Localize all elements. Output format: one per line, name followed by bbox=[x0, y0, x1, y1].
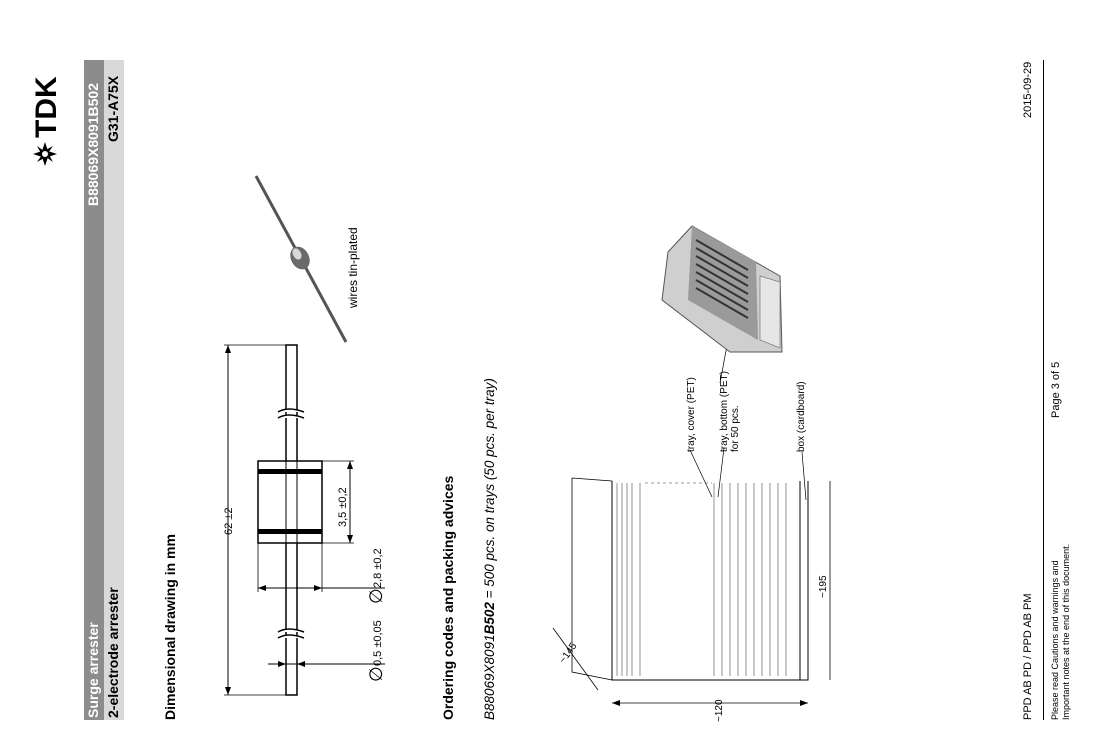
tdk-logo: TDK bbox=[30, 56, 65, 168]
overall-length-label: 62 ±2 bbox=[223, 508, 235, 535]
box-label: box (cardboard) bbox=[796, 381, 807, 452]
dim-120-label: ~120 bbox=[714, 699, 725, 722]
body-length-label: 3,5 ±0,2 bbox=[337, 487, 349, 527]
footer-note: Please read Cautions and warnings and Im… bbox=[1050, 544, 1072, 720]
wire-diameter-label: 0,5 ±0,05 bbox=[372, 620, 384, 666]
wire-note: wires tin-plated bbox=[346, 227, 360, 309]
tdk-logo-mark: TDK bbox=[30, 76, 63, 166]
footer-date: 2015-09-29 bbox=[1022, 61, 1034, 118]
body-diameter-label: 2,8 ±0,2 bbox=[372, 548, 384, 588]
footer-divider bbox=[1043, 60, 1044, 720]
tray-bottom-label-2: for 50 pcs. bbox=[730, 405, 741, 452]
dim-195-label: ~195 bbox=[818, 575, 829, 598]
footer-note-line1: Please read Cautions and warnings and bbox=[1050, 560, 1060, 720]
dim-145-label: ~145 bbox=[557, 641, 579, 666]
footer-dept: PPD AB PD / PPD AB PM bbox=[1022, 593, 1034, 720]
header-band-light bbox=[104, 60, 124, 720]
footer-note-line2: Important notes at the end of this docum… bbox=[1061, 543, 1071, 720]
wire-diameter-symbol: ∅ bbox=[366, 666, 386, 682]
tray-3d-detail bbox=[661, 225, 783, 353]
logo-text: TDK bbox=[30, 76, 60, 138]
tray-cover-label: tray, cover (PET) bbox=[686, 377, 697, 452]
header-band-dark bbox=[84, 60, 104, 720]
body-diameter-symbol: ∅ bbox=[366, 588, 386, 604]
box-outline bbox=[611, 481, 809, 681]
footer-page: Page 3 of 5 bbox=[1050, 361, 1062, 418]
dimensional-drawing: 62 ±2 3,5 ±0,2 ∅ 2,8 ±0,2 ∅ 0,5 ±0,05 wi… bbox=[223, 175, 386, 696]
tray-bottom-label-1: tray, bottom (PET) bbox=[719, 371, 730, 452]
